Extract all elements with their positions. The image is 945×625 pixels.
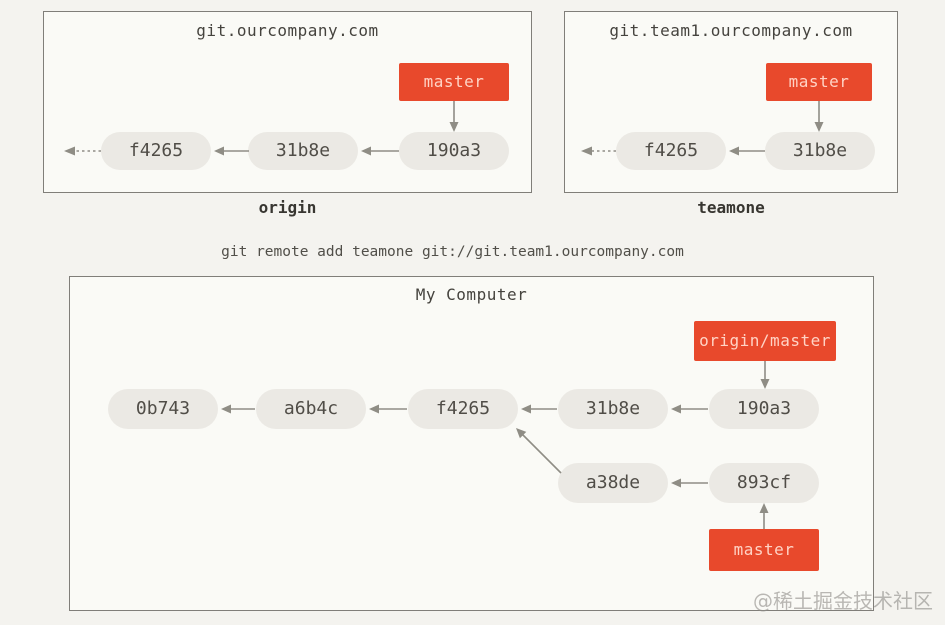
commit-node: a38de: [558, 463, 668, 503]
commit-arrow: [671, 478, 708, 488]
origin-repo-title: git.ourcompany.com: [196, 21, 379, 40]
dashed-history-arrow: [581, 146, 616, 156]
teamone-repo-label: teamone: [697, 198, 765, 217]
branch-pointer-arrow: [759, 503, 769, 529]
juejin-watermark: @稀土掘金技术社区: [753, 589, 933, 613]
branch-pointer-arrow: [760, 361, 770, 389]
commit-node: 190a3: [709, 389, 819, 429]
commit-arrow: [521, 404, 557, 414]
commit-node: f4265: [101, 132, 211, 170]
commit-arrow: [671, 404, 708, 414]
commit-arrow: [361, 146, 399, 156]
commit-node: a6b4c: [256, 389, 366, 429]
commit-parent-diagonal-arrow: [516, 428, 562, 474]
commit-node: 31b8e: [765, 132, 875, 170]
origin-master-remote-label: origin/master: [694, 321, 836, 361]
teamone-master-branch-label: master: [766, 63, 872, 101]
my-computer-box: My Computer origin/master 0b743 a6b4c f4…: [69, 276, 874, 611]
commit-arrow: [214, 146, 249, 156]
commit-arrow: [729, 146, 765, 156]
dashed-history-arrow: [64, 146, 101, 156]
commit-arrow: [369, 404, 407, 414]
commit-node: f4265: [408, 389, 518, 429]
commit-node: 31b8e: [248, 132, 358, 170]
origin-repo-label: origin: [258, 198, 317, 217]
commit-node: f4265: [616, 132, 726, 170]
git-command-caption: git remote add teamone git://git.team1.o…: [221, 244, 684, 260]
my-computer-title: My Computer: [415, 285, 528, 304]
branch-pointer-arrow: [814, 101, 824, 132]
branch-pointer-arrow: [449, 101, 459, 132]
commit-node: 893cf: [709, 463, 819, 503]
commit-node: 0b743: [108, 389, 218, 429]
commit-node: 31b8e: [558, 389, 668, 429]
commit-node: 190a3: [399, 132, 509, 170]
origin-repo-box: git.ourcompany.com master f4265 31b8e 19…: [43, 11, 532, 193]
origin-master-branch-label: master: [399, 63, 509, 101]
local-master-branch-label: master: [709, 529, 819, 571]
teamone-repo-title: git.team1.ourcompany.com: [609, 21, 853, 40]
teamone-repo-box: git.team1.ourcompany.com master f4265 31…: [564, 11, 898, 193]
commit-arrow: [221, 404, 255, 414]
